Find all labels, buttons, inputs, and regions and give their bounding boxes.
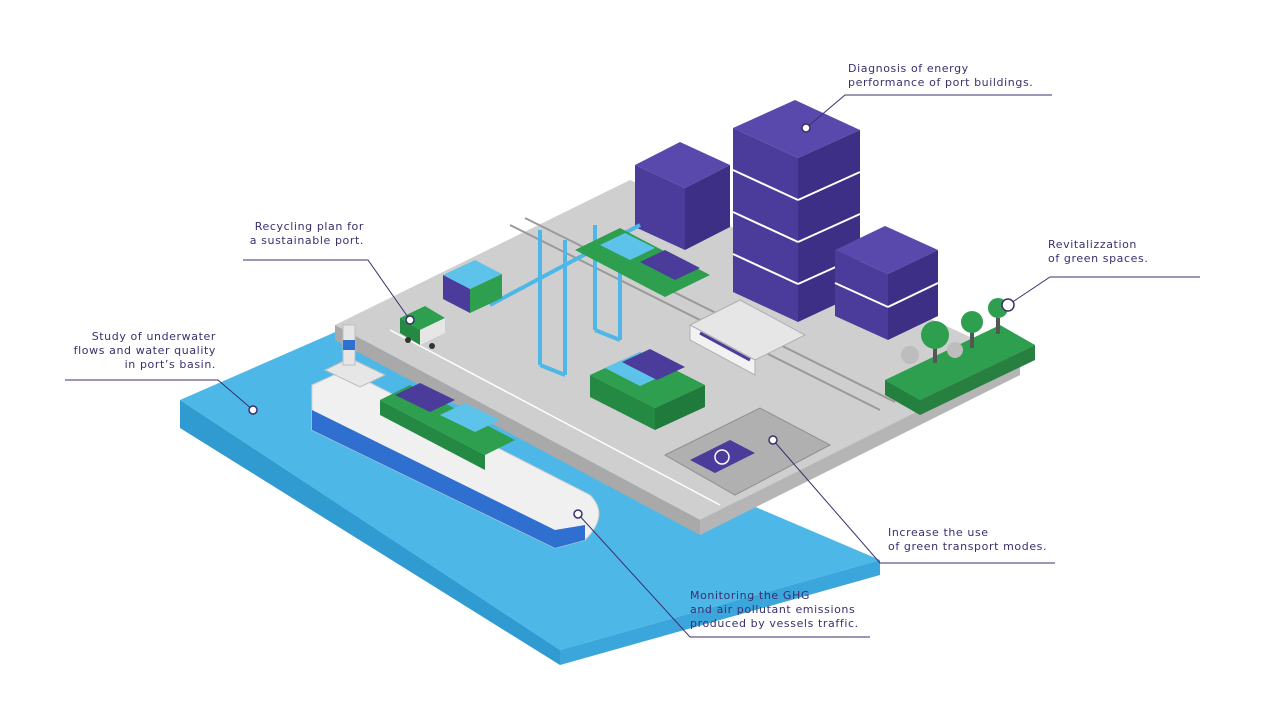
tree-icon (921, 321, 949, 349)
callout-recycling: Recycling plan for a sustainable port. (240, 220, 364, 248)
green-spaces-marker (1001, 298, 1015, 312)
callout-lines (65, 94, 1200, 638)
callout-green-spaces: Revitalizzation of green spaces. (1048, 238, 1148, 266)
callout-transport: Increase the use of green transport mode… (888, 526, 1047, 554)
callout-transport-line2: of green transport modes. (888, 540, 1048, 553)
callout-emissions-line1: Monitoring the GHG (690, 589, 810, 602)
recycling-connector (243, 259, 411, 321)
green-space-side (885, 380, 920, 415)
callout-energy-line2: performance of port buildings. (848, 76, 1034, 89)
callout-transport-line1: Increase the use (888, 526, 989, 539)
callout-emissions: Monitoring the GHG and air pollutant emi… (690, 589, 859, 631)
underwater-marker (248, 405, 258, 415)
train (688, 299, 807, 376)
callout-underwater-line2: flows and water quality (73, 344, 216, 357)
callout-emissions-line3: produced by vessels traffic. (690, 617, 859, 630)
bush-icon (901, 346, 919, 364)
green-space-side-right (920, 345, 1035, 415)
callout-recycling-line2: a sustainable port. (249, 234, 364, 247)
water-side-right (560, 560, 880, 665)
electric-charging-icon (714, 449, 730, 465)
container-stack-center (590, 349, 705, 430)
callout-underwater: Study of underwater flows and water qual… (60, 330, 216, 372)
energy-connector (805, 94, 1052, 129)
green-space (885, 325, 1035, 400)
tree-trunk (933, 345, 937, 363)
callout-energy-line1: Diagnosis of energy (848, 62, 969, 75)
transport-marker (768, 435, 778, 445)
callout-underwater-line1: Study of underwater (91, 330, 216, 343)
water-side-left (180, 400, 560, 665)
callout-energy: Diagnosis of energy performance of port … (848, 62, 1033, 90)
underwater-connector (65, 379, 254, 411)
quay-surface (335, 180, 1020, 520)
container-row-rail (575, 228, 710, 297)
building-center (732, 100, 861, 322)
quay-front-edge (335, 325, 700, 535)
callout-green-spaces-line1: Revitalizzation (1048, 238, 1138, 251)
rail-track-1 (509, 224, 881, 411)
callout-underwater-line3: in port’s basin. (124, 358, 216, 371)
ship-containers (380, 383, 515, 470)
energy-marker (801, 123, 811, 133)
emissions-connector (577, 513, 870, 638)
callout-recycling-line1: Recycling plan for (254, 220, 364, 233)
building-right (834, 226, 939, 340)
building-left (635, 142, 730, 250)
ship (311, 324, 600, 549)
road-line (389, 329, 721, 506)
emissions-marker (573, 509, 583, 519)
container-stack-left (443, 260, 502, 313)
bush-icon (947, 342, 963, 358)
transport-connector (772, 439, 1055, 564)
charging-pad-icon-bg (690, 440, 755, 473)
callout-green-spaces-line2: of green spaces. (1048, 252, 1149, 265)
tree-icon (961, 311, 983, 333)
callout-emissions-line2: and air pollutant emissions (690, 603, 856, 616)
recycling-marker (405, 315, 415, 325)
green-spaces-connector (1007, 276, 1200, 306)
